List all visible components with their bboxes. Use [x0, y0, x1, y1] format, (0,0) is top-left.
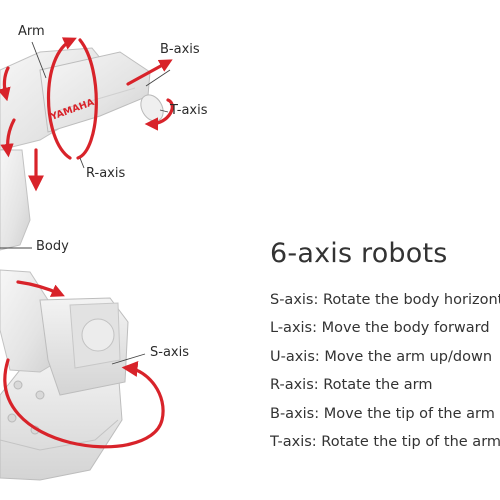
b-axis-arrow — [126, 59, 173, 86]
arm-label: Arm — [18, 24, 45, 39]
r-axis-arrow-back — [76, 38, 98, 160]
list-item: T-axis: Rotate the tip of the arm — [270, 434, 500, 451]
list-item: L-axis: Move the body forward — [270, 320, 490, 337]
t-axis-label: T-axis — [170, 103, 208, 118]
l-axis-arrow — [16, 280, 65, 297]
list-item: B-axis: Move the tip of the arm — [270, 405, 495, 422]
r-axis-label: R-axis — [86, 166, 126, 181]
list-item: S-axis: Rotate the body horizontally — [270, 292, 500, 308]
list-item: U-axis: Move the arm up/down — [270, 348, 493, 365]
robot-body — [0, 149, 129, 396]
axis-description-list: S-axis: Rotate the body horizontally L-a… — [270, 286, 500, 456]
body-label: Body — [36, 239, 69, 254]
s-axis-arrow — [3, 358, 165, 449]
t-axis-arrow — [144, 98, 174, 131]
s-axis-label: S-axis — [150, 345, 189, 360]
panel-title: 6-axis robots — [270, 238, 448, 269]
r-axis-arrow — [47, 37, 77, 160]
list-item: R-axis: Rotate the arm — [270, 377, 433, 394]
b-axis-label: B-axis — [160, 42, 200, 57]
arm-rotation-arrow-left — [0, 66, 11, 102]
arm-rotation-arrow-left-lower — [0, 118, 16, 158]
